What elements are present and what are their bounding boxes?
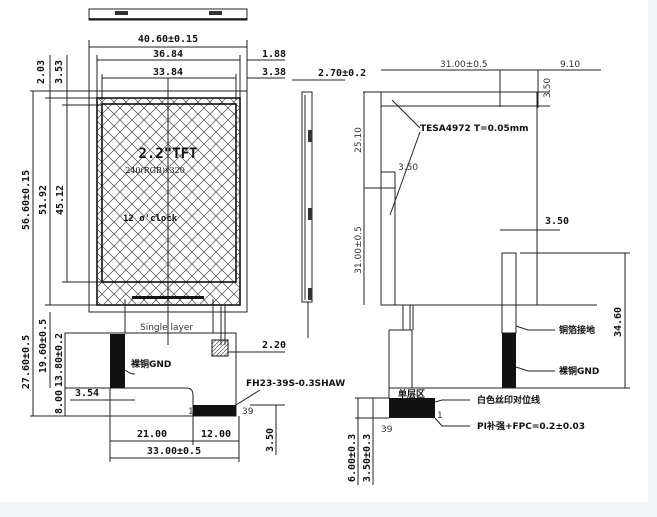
connector-label: FH23-39S-0.3SHAW	[246, 379, 345, 389]
dim-13-80: 13.80±0.2	[54, 333, 65, 387]
tft-resolution: 240(RGB)x320	[125, 166, 185, 175]
dim-27-60: 27.60±0.5	[21, 335, 32, 389]
dim-right-3-38: 3.38	[262, 67, 286, 78]
dim-3-50-back: 3.50±0.3	[362, 434, 373, 482]
dim-height-mid: 51.92	[38, 185, 49, 215]
dim-top-31-00: 31.00±0.5	[440, 60, 488, 70]
front-view-panel: 2.2"TFT 240(RGB)x320 12 o'clock	[88, 78, 248, 345]
lcd-mechanical-drawing: 40.60±0.15 36.84 33.84 1.88 3.38 2.03 3.…	[21, 8, 630, 485]
dim-21-00: 21.00	[137, 429, 167, 440]
dim-top-3-53: 3.53	[54, 60, 65, 84]
dim-top-3-50: 3.50	[543, 78, 553, 98]
dim-8-00: 8.00	[54, 390, 65, 414]
stiffener-label: PI补强+FPC=0.2±0.03	[477, 420, 585, 432]
side-view: 2.70±0.2	[292, 68, 366, 338]
viewing-direction: 12 o'clock	[123, 214, 178, 224]
dim-12-00: 12.00	[201, 429, 231, 440]
dim-width-mid: 36.84	[153, 49, 183, 60]
silkscreen-label: 白色丝印对位线	[477, 394, 540, 406]
drawing-sheet: 40.60±0.15 36.84 33.84 1.88 3.38 2.03 3.…	[0, 0, 648, 502]
dim-19-60: 19.60±0.5	[38, 319, 49, 373]
fpc-front: Single layer 裸铜GND 2.20 FH23-39S-0.3SHAW…	[21, 299, 345, 462]
dim-left-tape-3-50: 3.50	[398, 163, 418, 173]
dim-height-inner: 45.12	[55, 185, 66, 215]
dim-right-3-50: 3.50	[545, 216, 569, 227]
dim-6-00: 6.00±0.3	[347, 434, 358, 482]
dim-width-inner: 33.84	[153, 67, 183, 78]
dim-33-00: 33.00±0.5	[147, 446, 201, 457]
dim-3-54: 3.54	[75, 388, 99, 399]
back-view: 31.00±0.5 9.10 3.50 TESA4972 T=0.05mm 25…	[347, 60, 630, 485]
dim-31-00-left: 31.00±0.5	[354, 226, 364, 274]
tft-title: 2.2"TFT	[138, 146, 197, 162]
top-edge-view	[88, 8, 248, 21]
dim-top-2-03: 2.03	[36, 60, 47, 84]
dim-2-20: 2.20	[262, 340, 286, 351]
fpc-pin-39: 39	[242, 407, 254, 417]
dim-thickness: 2.70±0.2	[318, 68, 366, 79]
single-layer-label: Single layer	[140, 323, 193, 333]
dim-25-10: 25.10	[354, 127, 364, 153]
dim-top-9-10: 9.10	[560, 60, 580, 70]
front-dimensions: 40.60±0.15 36.84 33.84 1.88 3.38 2.03 3.…	[21, 34, 286, 312]
fpc-gnd-label: 裸铜GND	[131, 358, 171, 370]
dim-34-60: 34.60	[613, 307, 624, 337]
back-pin-1: 1	[437, 411, 443, 421]
dim-3-50-front: 3.50	[265, 428, 276, 452]
fpc-pin-1: 1	[188, 407, 194, 417]
dim-right-1-88: 1.88	[262, 49, 286, 60]
dim-width-outer: 40.60±0.15	[138, 34, 198, 45]
single-layer-zone: 单层区	[398, 388, 425, 400]
back-gnd-label: 裸铜GND	[559, 365, 599, 377]
dim-height-outer: 56.60±0.15	[21, 170, 32, 230]
tape-label: TESA4972 T=0.05mm	[420, 124, 529, 134]
back-pin-39: 39	[381, 425, 393, 435]
copper-ground-label: 铜箔接地	[559, 324, 595, 336]
